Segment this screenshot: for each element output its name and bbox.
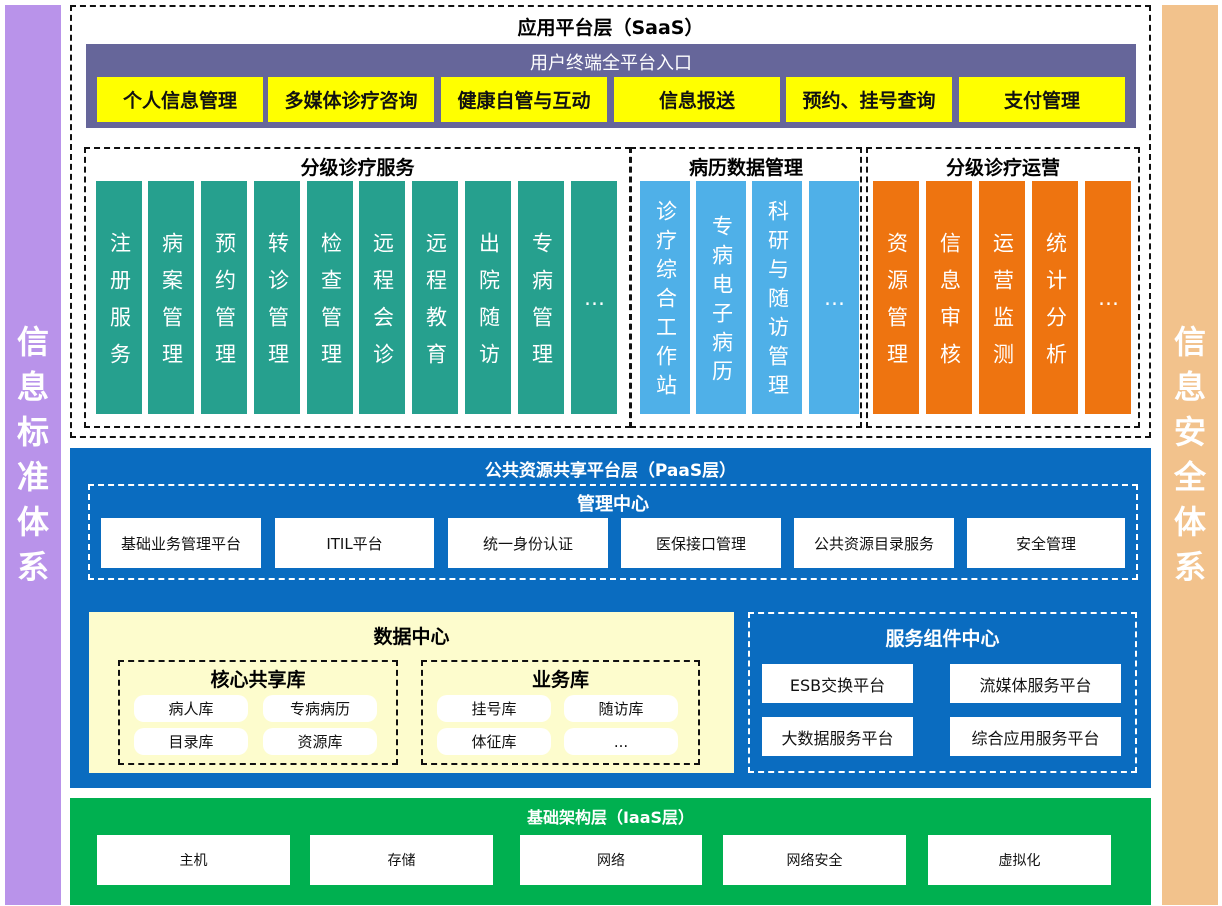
service-column-label: 远程会诊 bbox=[370, 231, 395, 380]
mgmt-item: 统一身份认证 bbox=[448, 518, 608, 568]
service-column: … bbox=[809, 181, 859, 414]
db-item: 专病病历 bbox=[263, 695, 377, 722]
service-column-label: 统计分析 bbox=[1043, 231, 1068, 380]
group-title: 分级诊疗运营 bbox=[945, 157, 1060, 179]
service-column-label: 运营监测 bbox=[990, 231, 1015, 380]
paas-title: 公共资源共享平台层（PaaS层） bbox=[484, 461, 737, 481]
portal-item: 预约、挂号查询 bbox=[786, 77, 952, 122]
iaas-item: 主机 bbox=[97, 835, 290, 885]
service-column: … bbox=[571, 181, 617, 414]
service-column: 资源管理 bbox=[873, 181, 919, 414]
mgmt-item: 基础业务管理平台 bbox=[101, 518, 261, 568]
group-tiered-ops: 分级诊疗运营 bbox=[866, 147, 1140, 428]
portal-title: 用户终端全平台入口 bbox=[530, 53, 692, 74]
service-column: 专病电子病历 bbox=[696, 181, 746, 414]
info-standard-bar: 信息标准体系 bbox=[5, 5, 61, 905]
service-column-label: 转诊管理 bbox=[265, 231, 290, 380]
db-item: 病人库 bbox=[134, 695, 248, 722]
service-column-label: 诊疗综合工作站 bbox=[653, 200, 678, 403]
service-column: 预约管理 bbox=[201, 181, 247, 414]
info-security-bar: 信息安全体系 bbox=[1162, 5, 1218, 905]
service-column: 注册服务 bbox=[96, 181, 142, 414]
iaas-title: 基础架构层（IaaS层） bbox=[526, 808, 695, 827]
service-column-label: 信息审核 bbox=[937, 231, 962, 380]
group-title: 分级诊疗服务 bbox=[300, 157, 415, 179]
portal-item: 多媒体诊疗咨询 bbox=[268, 77, 434, 122]
portal-item: 信息报送 bbox=[614, 77, 780, 122]
mgmt-center: 管理中心 bbox=[88, 484, 1138, 580]
service-column: 远程会诊 bbox=[359, 181, 405, 414]
service-item: 流媒体服务平台 bbox=[950, 664, 1121, 703]
service-column: 病案管理 bbox=[148, 181, 194, 414]
service-column: 统计分析 bbox=[1032, 181, 1078, 414]
saas-title: 应用平台层（SaaS） bbox=[517, 17, 704, 39]
service-column-label: 预约管理 bbox=[212, 231, 237, 380]
service-column-label: 病案管理 bbox=[159, 231, 184, 380]
service-item: 综合应用服务平台 bbox=[950, 717, 1121, 756]
service-column-label: 注册服务 bbox=[107, 231, 132, 380]
biz-title: 业务库 bbox=[531, 669, 589, 691]
iaas-item: 网络 bbox=[520, 835, 702, 885]
service-item: ESB交换平台 bbox=[762, 664, 913, 703]
portal-item: 支付管理 bbox=[959, 77, 1125, 122]
portal-item: 个人信息管理 bbox=[97, 77, 263, 122]
db-item: 挂号库 bbox=[437, 695, 551, 722]
core-title: 核心共享库 bbox=[210, 669, 306, 691]
service-title: 服务组件中心 bbox=[885, 628, 1000, 650]
service-column: 转诊管理 bbox=[254, 181, 300, 414]
service-column: 专病管理 bbox=[518, 181, 564, 414]
service-column-label: 出院随访 bbox=[476, 231, 501, 380]
group-record-mgmt: 病历数据管理 bbox=[630, 147, 862, 428]
service-column: 运营监测 bbox=[979, 181, 1025, 414]
db-item: 资源库 bbox=[263, 728, 377, 755]
service-item: 大数据服务平台 bbox=[762, 717, 913, 756]
service-column-label: 专病电子病历 bbox=[709, 214, 734, 389]
service-column-label: … bbox=[582, 285, 607, 326]
portal-item: 健康自管与互动 bbox=[441, 77, 607, 122]
data-center-title: 数据中心 bbox=[373, 626, 450, 648]
service-column: 检查管理 bbox=[307, 181, 353, 414]
iaas-item: 虚拟化 bbox=[928, 835, 1111, 885]
business-db: 业务库 bbox=[421, 660, 700, 765]
db-item: 随访库 bbox=[564, 695, 678, 722]
service-column: 科研与随访管理 bbox=[752, 181, 802, 414]
service-column: 出院随访 bbox=[465, 181, 511, 414]
mgmt-title: 管理中心 bbox=[577, 494, 649, 515]
mgmt-item: 安全管理 bbox=[967, 518, 1125, 568]
mgmt-item: 医保接口管理 bbox=[621, 518, 781, 568]
db-item: 体征库 bbox=[437, 728, 551, 755]
service-column-label: 检查管理 bbox=[318, 231, 343, 380]
mgmt-item: ITIL平台 bbox=[275, 518, 434, 568]
service-component-center: 服务组件中心 bbox=[748, 612, 1137, 773]
service-column: … bbox=[1085, 181, 1131, 414]
service-column: 远程教育 bbox=[412, 181, 458, 414]
group-title: 病历数据管理 bbox=[688, 157, 803, 179]
service-column-label: 专病管理 bbox=[529, 231, 554, 380]
iaas-item: 网络安全 bbox=[723, 835, 906, 885]
service-column-label: … bbox=[822, 285, 847, 318]
core-shared-db: 核心共享库 bbox=[118, 660, 398, 765]
service-column-label: 远程教育 bbox=[423, 231, 448, 380]
service-column-label: … bbox=[1096, 285, 1121, 326]
service-column: 信息审核 bbox=[926, 181, 972, 414]
mgmt-item: 公共资源目录服务 bbox=[794, 518, 954, 568]
iaas-item: 存储 bbox=[310, 835, 493, 885]
service-column-label: 科研与随访管理 bbox=[765, 200, 790, 403]
db-item: 目录库 bbox=[134, 728, 248, 755]
service-column: 诊疗综合工作站 bbox=[640, 181, 690, 414]
saas-layer: 应用平台层（SaaS） bbox=[70, 5, 1151, 438]
db-item: ... bbox=[564, 728, 678, 755]
service-column-label: 资源管理 bbox=[884, 231, 909, 380]
